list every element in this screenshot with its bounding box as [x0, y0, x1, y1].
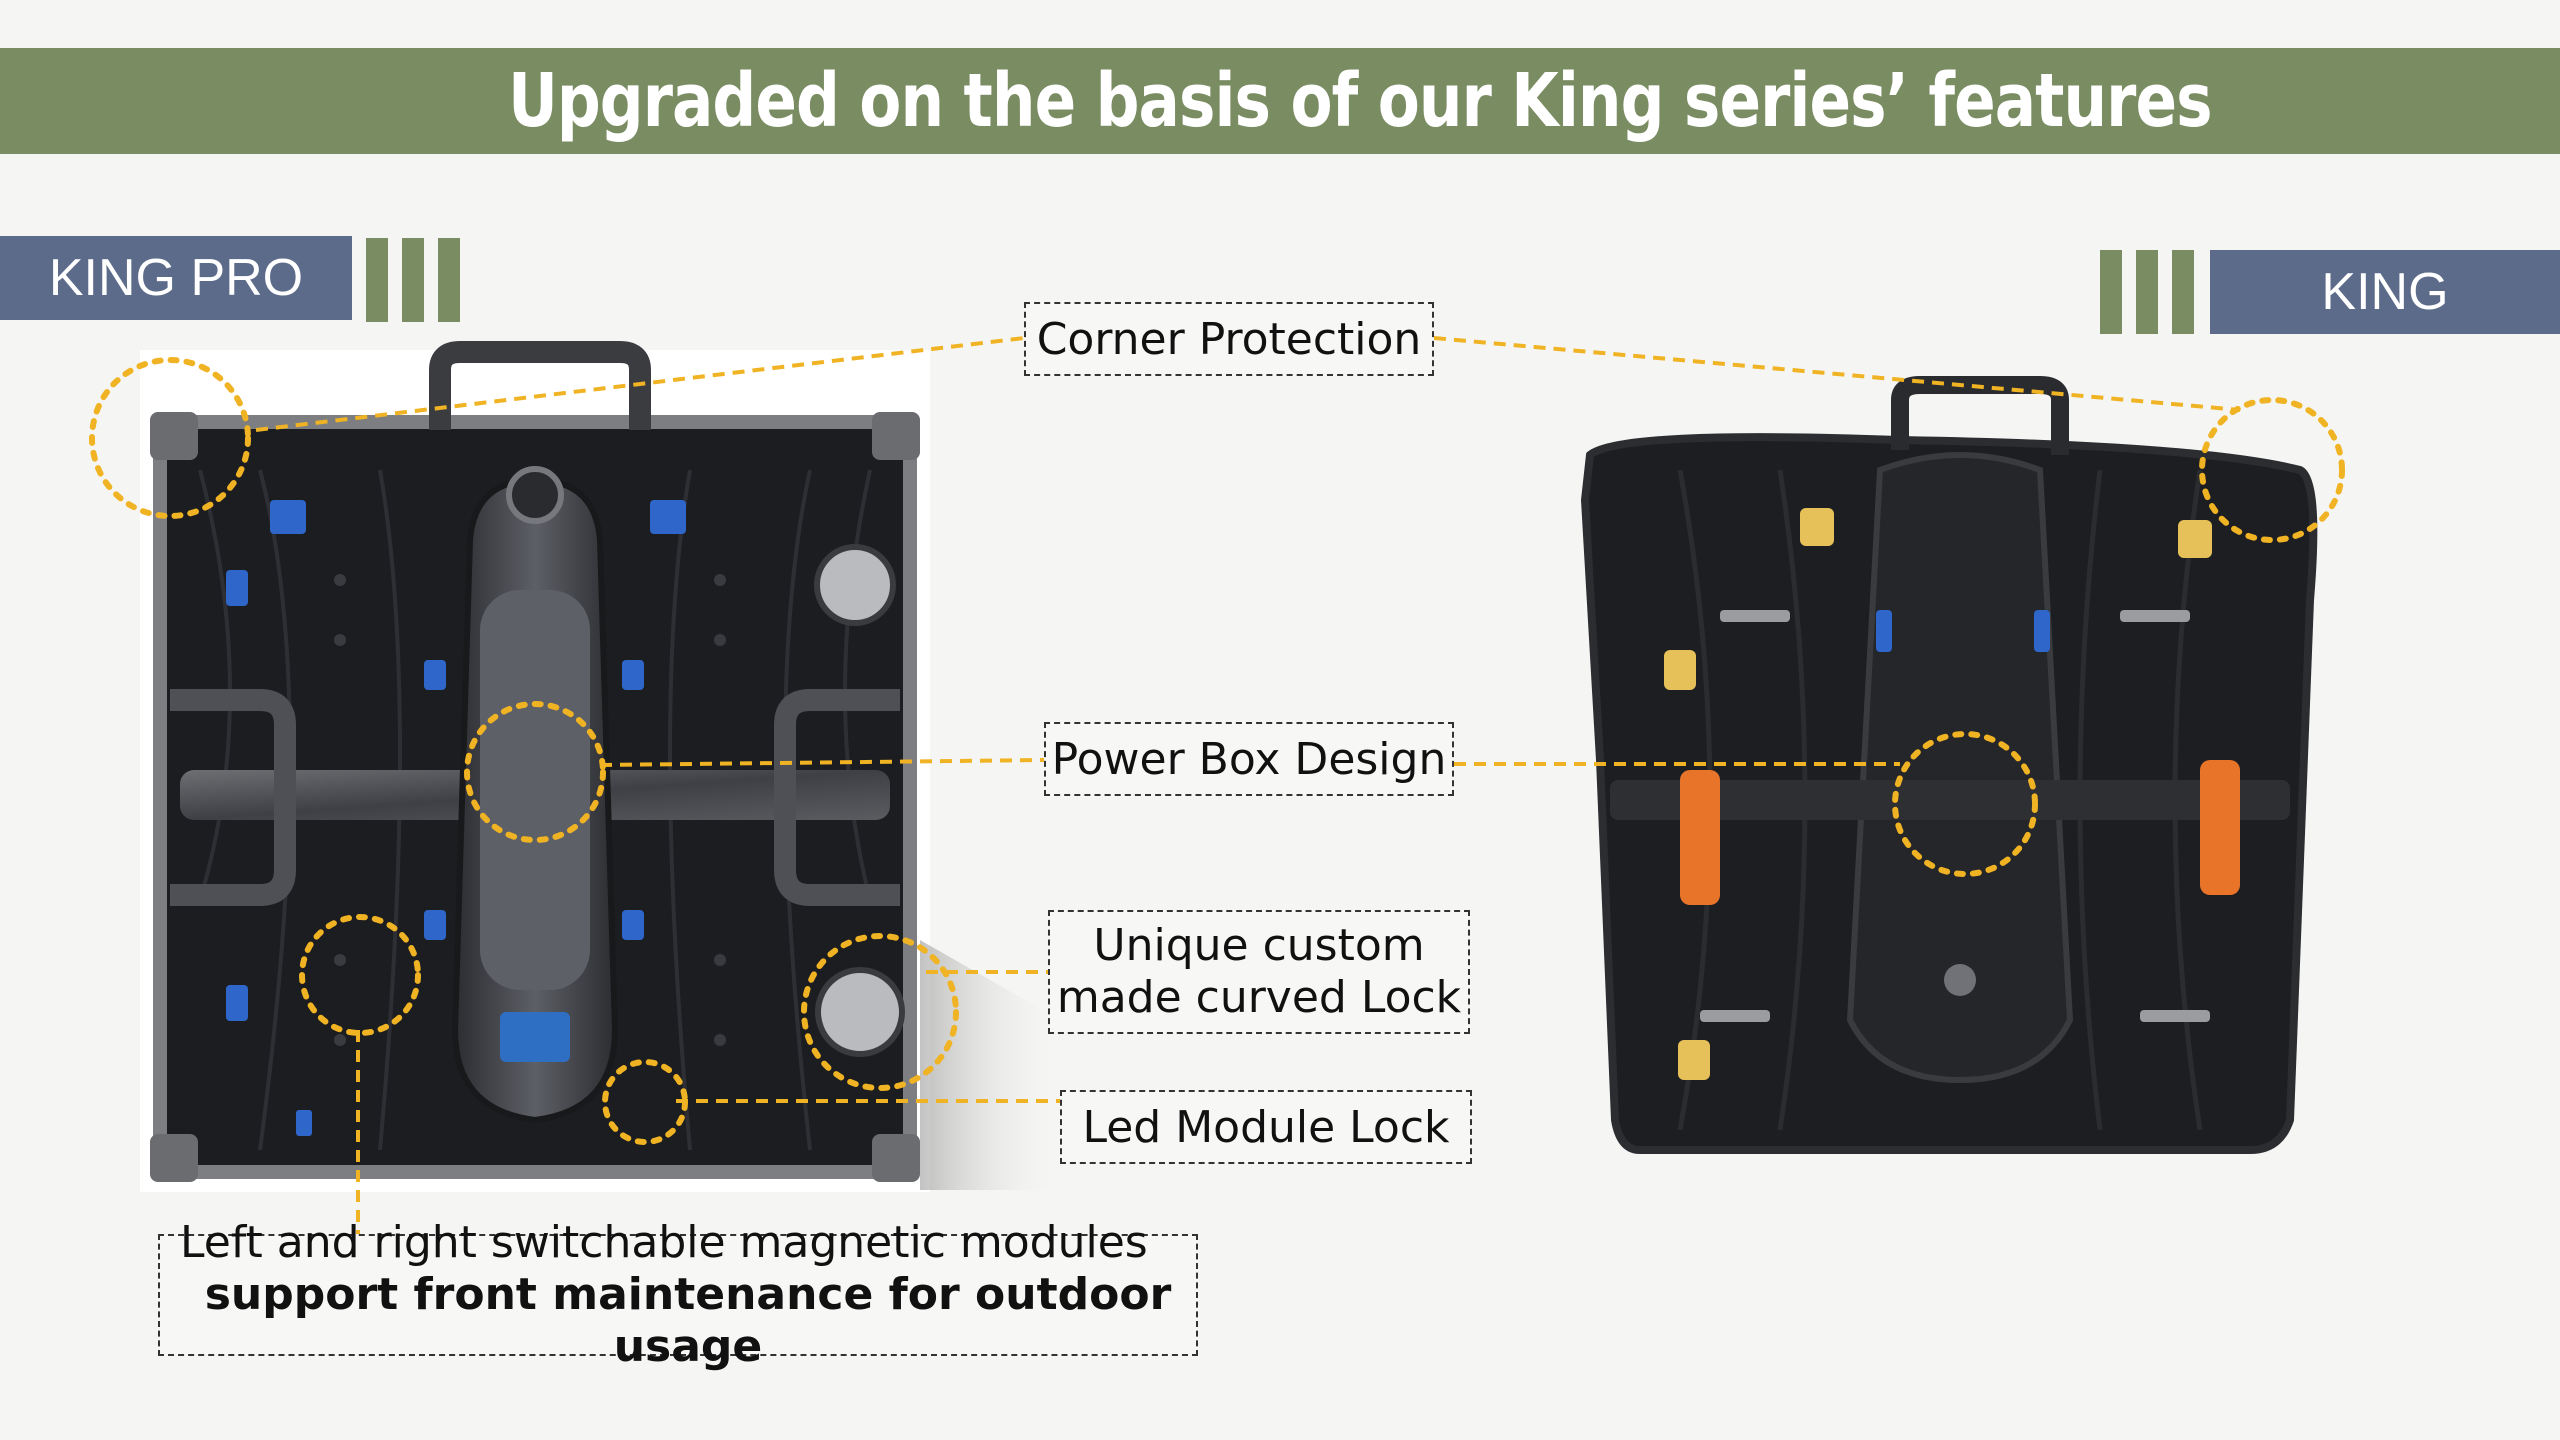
callout-magnetic-modules: Left and right switchable magnetic modul… [158, 1217, 1198, 1372]
page-title: Upgraded on the basis of our King series… [508, 58, 2213, 144]
callout-module-label: Led Module Lock [1082, 1101, 1450, 1153]
title-banner: Upgraded on the basis of our King series… [0, 48, 2560, 154]
callout-corner-protection: Corner Protection [1024, 302, 1434, 376]
callout-magnet-line2: support front maintenance for outdoor us… [204, 1269, 1172, 1372]
callout-power-label: Power Box Design [1051, 733, 1447, 785]
king-pro-tag: KING PRO [0, 236, 352, 320]
king-power-box-highlight [1892, 731, 2038, 877]
callout-corner-label: Corner Protection [1036, 313, 1422, 365]
callout-curved-lock: Unique custom made curved Lock [1048, 910, 1470, 1034]
leader-lines [255, 336, 2241, 1234]
king-tag: KING [2210, 250, 2560, 334]
left-stripe-decoration [366, 238, 460, 322]
corner-highlight [89, 357, 251, 519]
callout-power-box: Power Box Design [1044, 722, 1454, 796]
callout-module-lock: Led Module Lock [1060, 1090, 1472, 1164]
king-cabinet [1580, 376, 2318, 1154]
king-pro-cabinet [140, 341, 1060, 1192]
callout-lock-line2: made curved Lock [1056, 972, 1462, 1023]
highlight-circles [89, 357, 2345, 1145]
curved-lock-highlight [801, 933, 959, 1091]
callout-lock-line1: Unique custom [1093, 920, 1425, 971]
callout-magnet-line1: Left and right switchable magnetic modul… [180, 1217, 1148, 1268]
power-box-highlight [464, 701, 606, 843]
module-lock-highlight [602, 1059, 688, 1145]
king-corner-highlight [2199, 397, 2345, 543]
magnetic-module-highlight [299, 914, 421, 1036]
orange-handle-icon [1680, 760, 2240, 905]
right-stripe-decoration [2100, 250, 2194, 334]
